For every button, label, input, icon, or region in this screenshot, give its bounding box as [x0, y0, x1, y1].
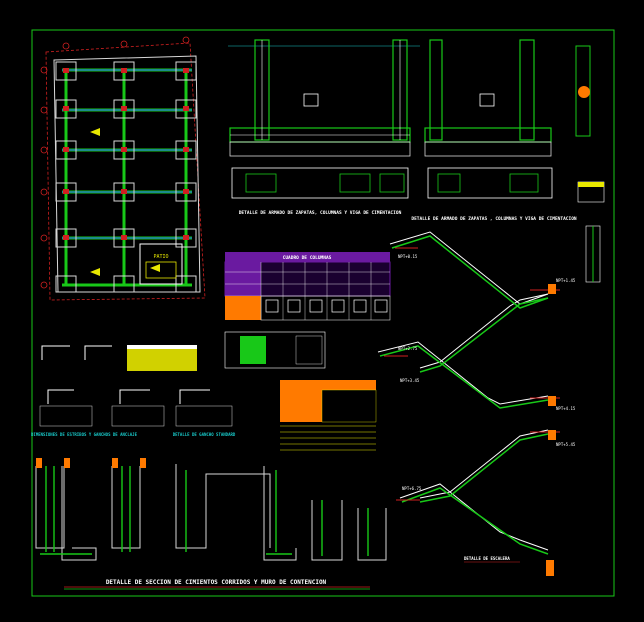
stair-level-0: NPT+0.15	[398, 254, 418, 259]
rebar-table	[224, 331, 326, 369]
sheet-frame	[31, 29, 615, 597]
column-detail	[575, 45, 605, 203]
stair-detail-title: DETALLE DE ESCALERA	[464, 556, 510, 561]
column-schedule: CUADRO DE COLUMNAS	[224, 252, 391, 321]
stair-level-4: NPT+4.15	[556, 406, 576, 411]
stair-level-5: NPT+5.45	[556, 442, 576, 447]
foundation-sections: DETALLE DE SECCION DE CIMIENTOS CORRIDOS…	[35, 458, 387, 590]
footing-title-right: DETALLE DE ARMADO DE ZAPATAS , COLUMNAS …	[411, 216, 577, 222]
foundation-plan: PATIO	[40, 36, 206, 301]
general-notes	[127, 345, 197, 371]
anchorage-title: DIMENSIONES DE ESTRIBOS Y GANCHOS DE ANC…	[31, 432, 138, 437]
stair-level-1: NPT+1.45	[556, 278, 576, 283]
footing-title-left: DETALLE DE ARMADO DE ZAPATAS, COLUMNAS Y…	[239, 210, 402, 216]
hook-details: DIMENSIONES DE ESTRIBOS Y GANCHOS DE ANC…	[31, 345, 236, 437]
stair-level-6: NPT+6.75	[402, 486, 422, 491]
stair-level-2: NPT+2.75	[398, 346, 418, 351]
stair-detail: NPT+0.15 NPT+1.45 NPT+2.75 NPT+3.45 NPT+…	[377, 225, 601, 576]
footing-detail-right: DETALLE DE ARMADO DE ZAPATAS , COLUMNAS …	[411, 39, 577, 222]
footing-detail-left: DETALLE DE ARMADO DE ZAPATAS, COLUMNAS Y…	[228, 39, 420, 216]
concrete-spec-table	[280, 380, 377, 451]
stair-level-3: NPT+3.45	[400, 378, 420, 383]
plan-label-patio: PATIO	[153, 254, 168, 260]
bottom-title: DETALLE DE SECCION DE CIMIENTOS CORRIDOS…	[106, 579, 327, 586]
hook-title: DETALLE DE GANCHO STANDARD	[173, 432, 236, 437]
column-schedule-title: CUADRO DE COLUMNAS	[283, 255, 332, 261]
